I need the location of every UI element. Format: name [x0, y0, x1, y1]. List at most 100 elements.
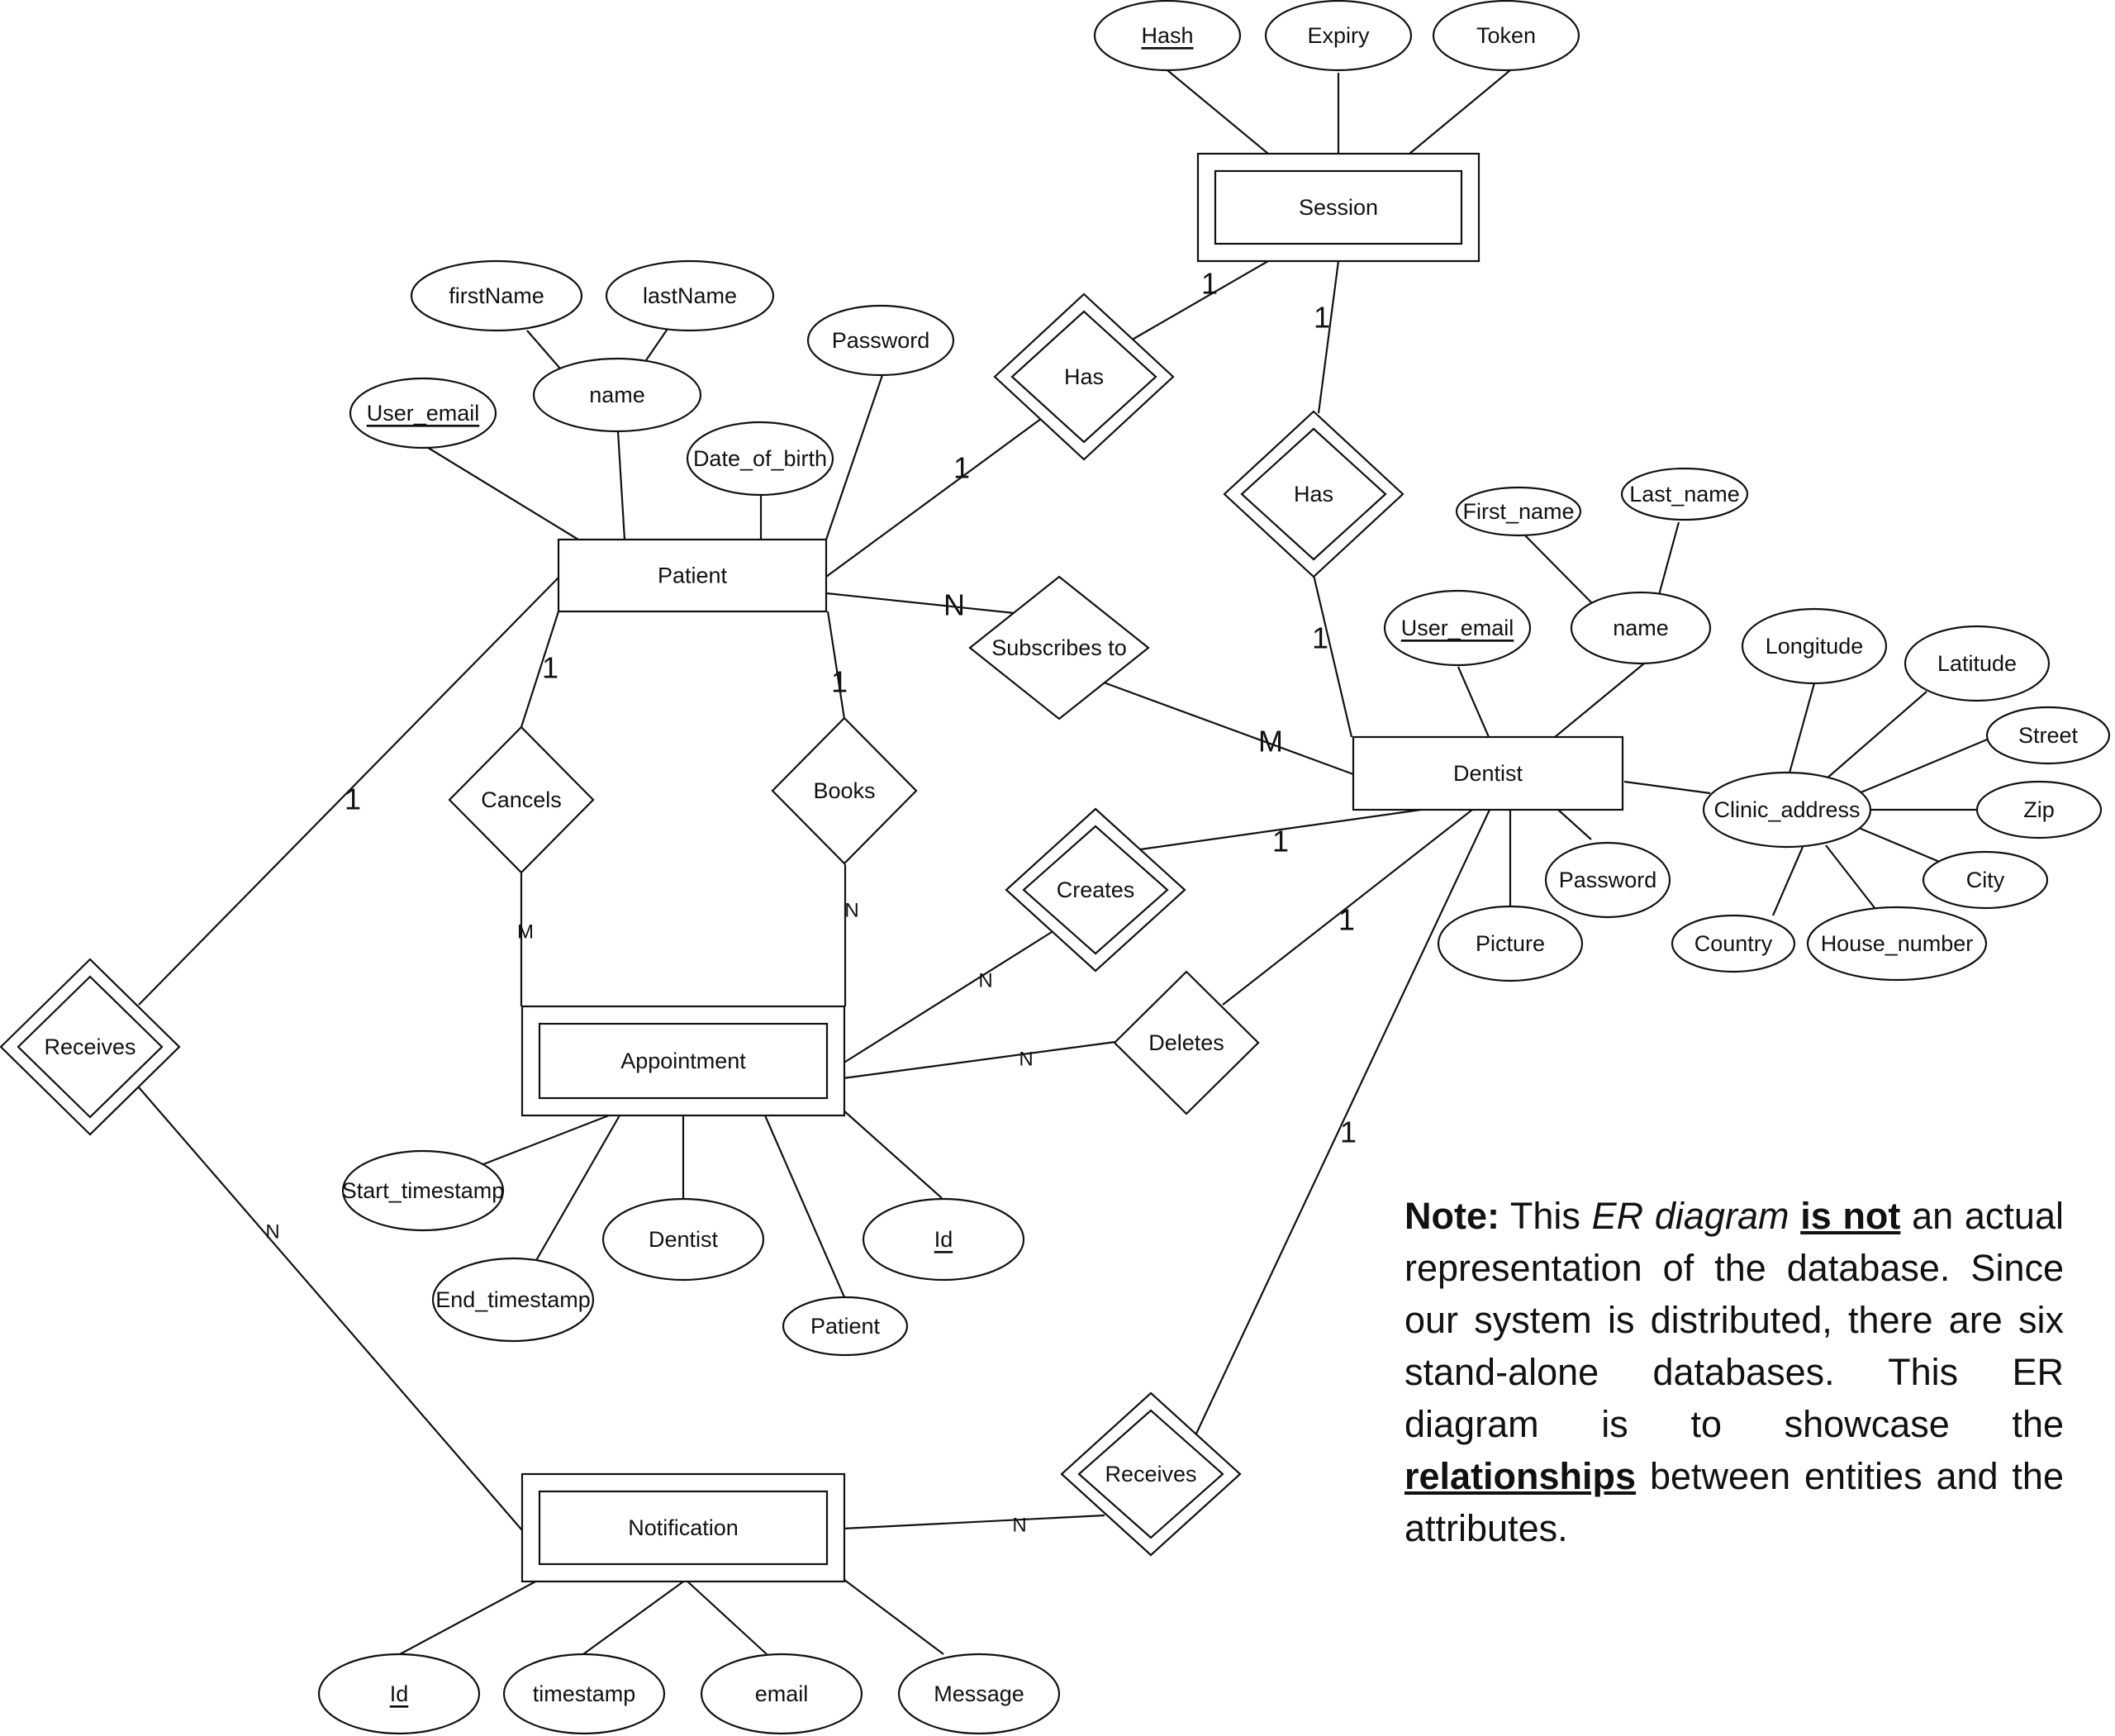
- attribute-dentist-picture: Picture: [1437, 905, 1584, 982]
- svg-text:Expiry: Expiry: [1307, 23, 1370, 48]
- attribute-patient-lastname: lastName: [605, 259, 775, 332]
- svg-text:Receives: Receives: [1105, 1462, 1196, 1486]
- svg-text:Patient: Patient: [658, 564, 728, 588]
- note-text-4: between entities and the attributes.: [1404, 1455, 2064, 1549]
- attribute-dentist-last-name: Last_name: [1620, 467, 1749, 521]
- svg-text:Longitude: Longitude: [1766, 634, 1864, 659]
- relationship-creates: Creates: [1005, 807, 1186, 973]
- attribute-patient-firstname: firstName: [410, 259, 583, 332]
- svg-text:User_email: User_email: [367, 401, 480, 426]
- svg-text:Books: Books: [813, 778, 875, 803]
- note-prefix: Note:: [1404, 1195, 1500, 1237]
- svg-text:Token: Token: [1476, 23, 1536, 48]
- svg-text:Latitude: Latitude: [1937, 651, 2017, 676]
- cardinality-patient-has-session: 1: [953, 451, 970, 485]
- svg-text:Picture: Picture: [1476, 931, 1545, 956]
- attribute-patient-password: Password: [806, 304, 955, 377]
- svg-text:Dentist: Dentist: [1453, 761, 1523, 786]
- svg-text:Subscribes to: Subscribes to: [991, 635, 1127, 660]
- svg-text:Zip: Zip: [2023, 797, 2055, 822]
- note-keyword: relationships: [1404, 1455, 1637, 1497]
- entity-dentist: Dentist: [1352, 735, 1624, 811]
- entity-session: Session: [1196, 152, 1480, 263]
- svg-text:Country: Country: [1694, 931, 1773, 956]
- cardinality-cancels-appointment: M: [517, 921, 534, 944]
- svg-text:User_email: User_email: [1401, 616, 1514, 640]
- cardinality-books-appointment: N: [844, 900, 858, 922]
- svg-text:name: name: [589, 383, 645, 407]
- cardinality-receives-notification-patient: N: [265, 1221, 279, 1244]
- attribute-address-latitude: Latitude: [1904, 625, 2051, 702]
- note-italic: ER diagram: [1591, 1195, 1789, 1237]
- attribute-session-token: Token: [1432, 0, 1580, 72]
- attribute-appointment-start-timestamp: Start_timestamp: [342, 1149, 505, 1232]
- svg-text:First_name: First_name: [1462, 499, 1574, 524]
- svg-text:Deletes: Deletes: [1148, 1030, 1224, 1055]
- cardinality-dentist-subscribes: M: [1258, 725, 1283, 759]
- cardinality-deletes-appointment: N: [1019, 1049, 1033, 1071]
- cardinality-dentist-deletes: 1: [1338, 903, 1355, 937]
- attribute-session-expiry: Expiry: [1264, 0, 1413, 72]
- attribute-dentist-first-name: First_name: [1455, 486, 1582, 537]
- svg-text:firstName: firstName: [449, 283, 544, 308]
- relationship-deletes: Deletes: [1113, 970, 1260, 1115]
- attribute-patient-user-email: User_email: [349, 377, 497, 449]
- relationship-has-patient-session: Has: [993, 293, 1175, 461]
- svg-text:House_number: House_number: [1821, 931, 1974, 956]
- cardinality-session-has-dentist: 1: [1314, 301, 1330, 335]
- relationship-receives-dentist: Receives: [1060, 1391, 1242, 1557]
- attribute-appointment-dentist: Dentist: [601, 1197, 765, 1282]
- svg-text:City: City: [1966, 868, 2005, 892]
- attribute-address-longitude: Longitude: [1741, 607, 1888, 685]
- svg-text:Street: Street: [2018, 723, 2079, 748]
- svg-text:Clinic_address: Clinic_address: [1713, 797, 1860, 822]
- attribute-address-house-number: House_number: [1806, 906, 1988, 982]
- svg-text:Last_name: Last_name: [1629, 482, 1740, 507]
- attribute-appointment-id: Id: [862, 1197, 1025, 1282]
- note-text-2: [1789, 1195, 1800, 1237]
- note-emphasis: is not: [1800, 1195, 1901, 1237]
- svg-text:Creates: Creates: [1057, 878, 1135, 902]
- cardinality-patient-books: 1: [831, 665, 848, 699]
- svg-text:Start_timestamp: Start_timestamp: [342, 1178, 505, 1203]
- cardinality-dentist-creates: 1: [1272, 825, 1289, 858]
- attribute-appointment-end-timestamp: End_timestamp: [431, 1257, 595, 1343]
- svg-text:Dentist: Dentist: [649, 1227, 719, 1252]
- attribute-dentist-name: name: [1570, 591, 1712, 665]
- svg-text:Session: Session: [1299, 195, 1378, 220]
- svg-text:timestamp: timestamp: [533, 1681, 636, 1706]
- svg-text:Has: Has: [1064, 364, 1104, 389]
- attribute-notification-id: Id: [317, 1653, 481, 1735]
- cardinality-dentist-has-session: 1: [1312, 621, 1328, 655]
- attribute-patient-name: name: [532, 357, 702, 433]
- svg-text:Receives: Receives: [44, 1034, 135, 1059]
- relationship-subscribes-to: Subscribes to: [968, 575, 1150, 721]
- svg-text:Id: Id: [390, 1681, 409, 1706]
- cardinality-patient-cancels: 1: [542, 651, 558, 685]
- svg-text:Password: Password: [1559, 868, 1657, 892]
- svg-text:email: email: [755, 1681, 809, 1706]
- relationship-receives-patient: Receives: [0, 958, 181, 1136]
- svg-text:Hash: Hash: [1141, 23, 1193, 48]
- svg-text:Id: Id: [934, 1227, 953, 1252]
- svg-text:Appointment: Appointment: [620, 1049, 746, 1073]
- cardinality-patient-receives: 1: [345, 782, 361, 816]
- cardinality-creates-appointment: N: [978, 970, 992, 992]
- svg-text:Message: Message: [934, 1681, 1024, 1706]
- attribute-appointment-patient: Patient: [782, 1296, 909, 1357]
- attribute-address-zip: Zip: [1975, 780, 2103, 839]
- attribute-session-hash: Hash: [1093, 0, 1242, 72]
- attribute-notification-email: email: [700, 1653, 863, 1735]
- attribute-notification-message: Message: [897, 1653, 1061, 1735]
- note-text-1: This: [1499, 1195, 1592, 1237]
- svg-text:Date_of_birth: Date_of_birth: [693, 446, 827, 471]
- note-text-3: an actual representation of the database…: [1404, 1195, 2064, 1445]
- relationship-cancels: Cancels: [448, 725, 595, 874]
- entity-appointment: Appointment: [520, 1005, 846, 1117]
- attribute-dentist-password: Password: [1544, 841, 1671, 919]
- svg-text:lastName: lastName: [643, 283, 737, 308]
- svg-text:Has: Has: [1294, 482, 1333, 507]
- attribute-dentist-user-email: User_email: [1383, 589, 1532, 667]
- relationship-has-dentist-session: Has: [1223, 410, 1404, 578]
